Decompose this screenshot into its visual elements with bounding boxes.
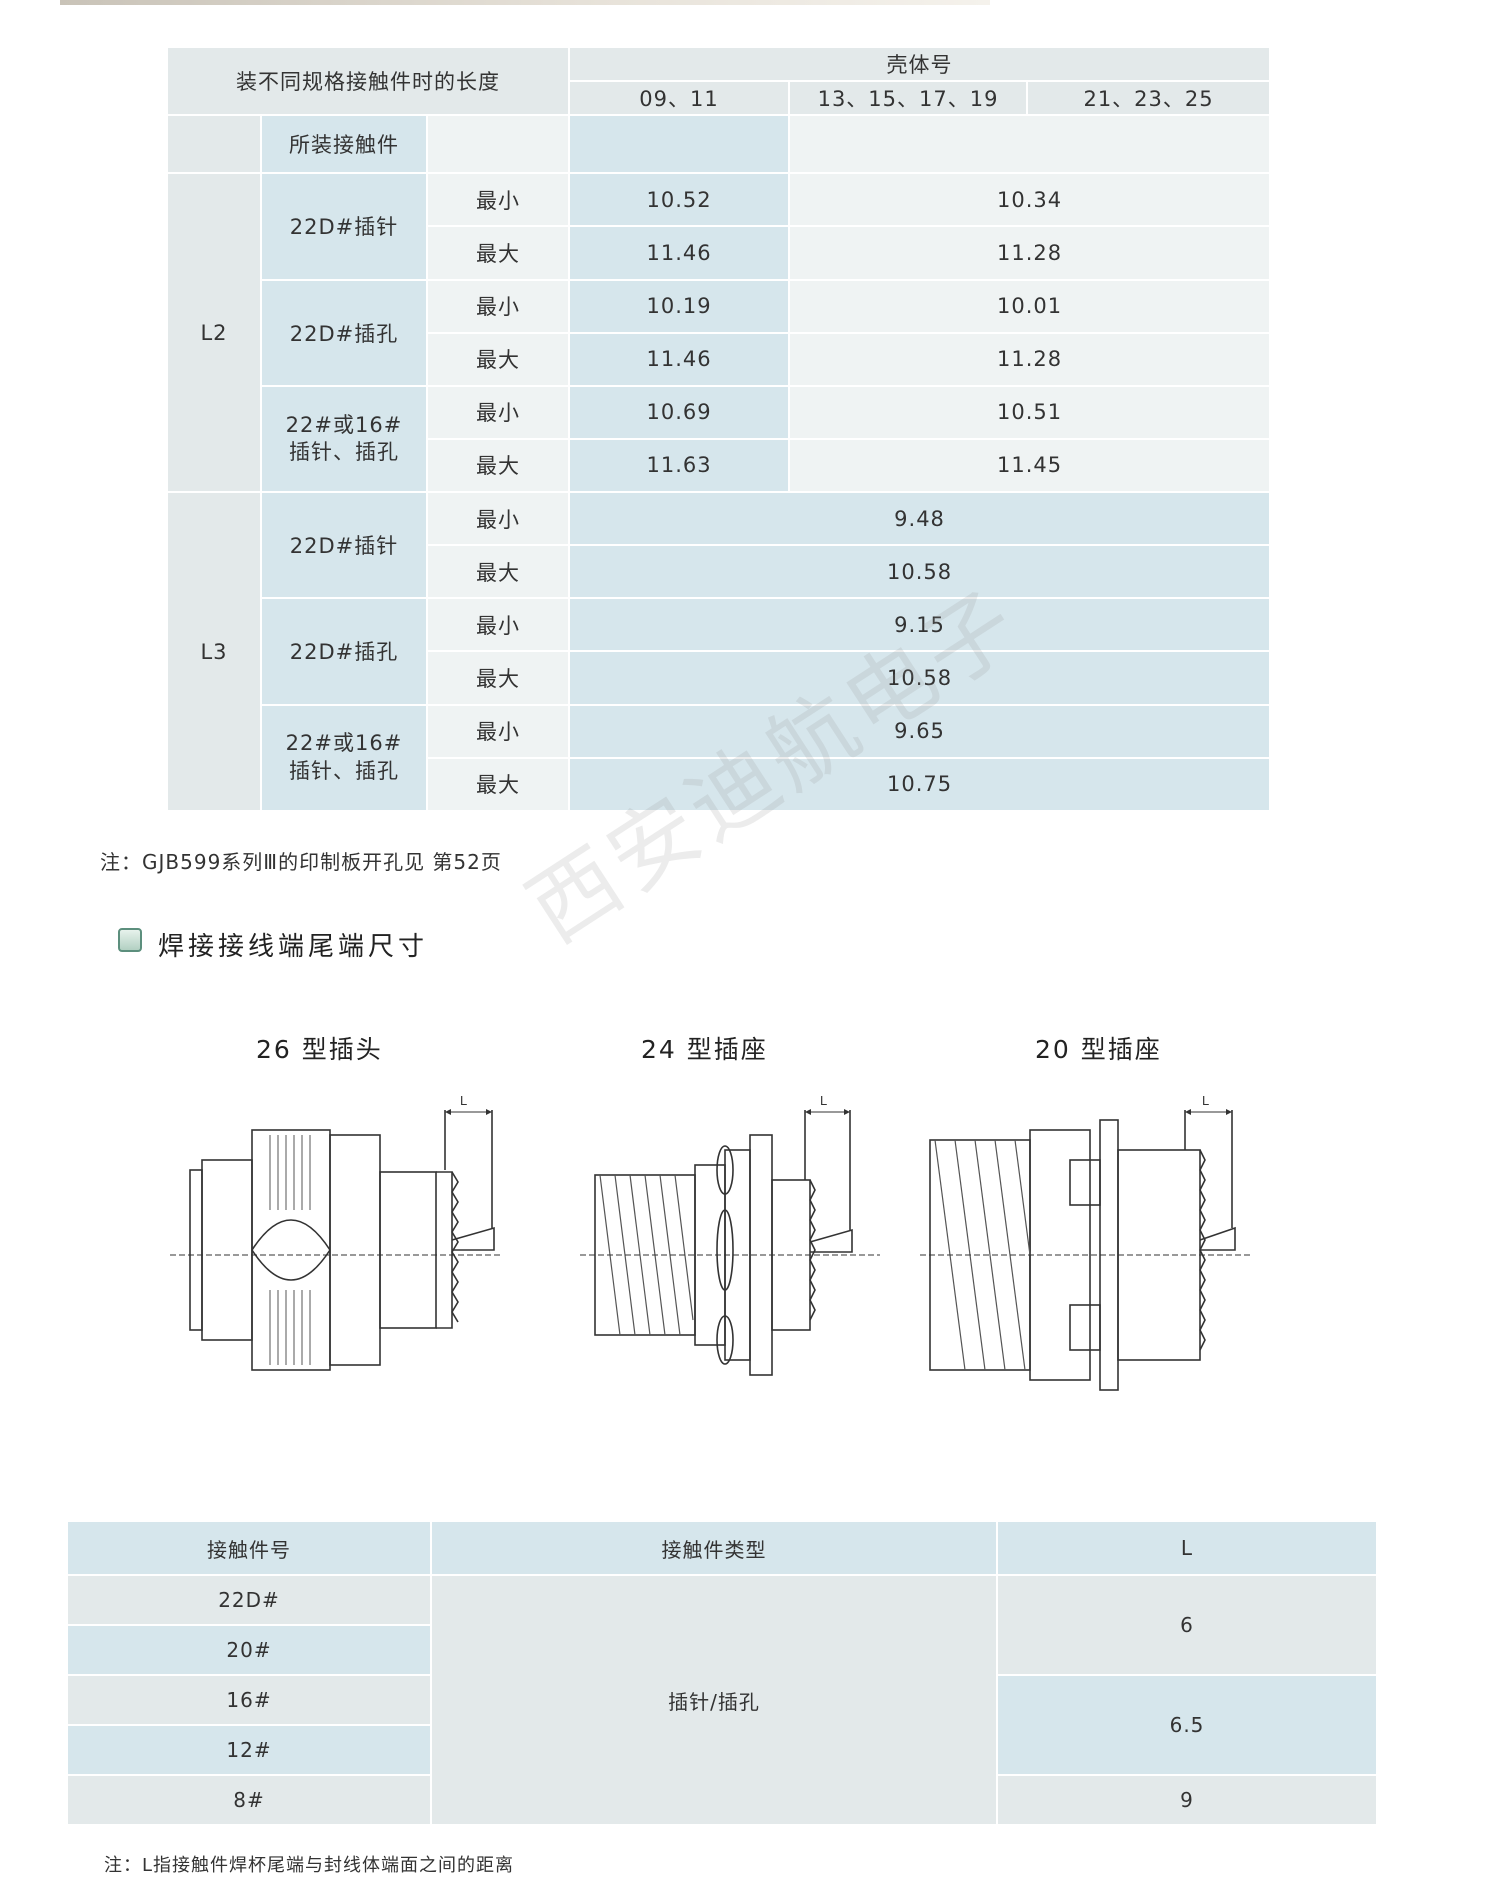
shell-size-header: 壳体号 xyxy=(568,45,1272,83)
plug-26-drawing: L xyxy=(170,1093,500,1371)
section-bullet-icon xyxy=(118,928,142,952)
section-title-text: 焊接接线端尾端尺寸 xyxy=(158,932,429,962)
contact-number-cell: 20# xyxy=(66,1624,432,1676)
contact-type-line: 22#或16# xyxy=(285,731,403,756)
contact-number-cell: 12# xyxy=(66,1724,432,1776)
header-contact-type: 接触件类型 xyxy=(430,1520,998,1576)
min-label: 最小 xyxy=(425,491,571,547)
value-cell: 11.45 xyxy=(788,437,1272,494)
solder-tail-table: 接触件号 接触件类型 L 22D# 插针/插孔 6 20# 16# 6.5 12… xyxy=(66,1520,1378,1826)
L-value-cell: 6.5 xyxy=(996,1674,1378,1776)
pcb-hole-note: 注：GJB599系列Ⅲ的印制板开孔见 第52页 xyxy=(100,850,502,874)
min-label: 最小 xyxy=(425,172,571,228)
value-cell: 10.34 xyxy=(788,172,1272,228)
L2-label: L2 xyxy=(166,172,262,494)
receptacle-20-label: 20 型插座 xyxy=(1035,1035,1162,1064)
dimension-L-label: L xyxy=(1202,1093,1209,1108)
dimension-L-label: L xyxy=(820,1093,827,1108)
contact-number-cell: 22D# xyxy=(66,1574,432,1626)
value-cell: 9.48 xyxy=(568,491,1272,547)
top-decoration-bar xyxy=(60,0,990,5)
installed-contact-label: 所装接触件 xyxy=(260,114,428,175)
value-cell: 11.46 xyxy=(568,331,791,387)
max-label: 最大 xyxy=(425,225,571,281)
L-definition-note: 注：L指接触件焊杯尾端与封线体端面之间的距离 xyxy=(104,1855,515,1876)
contact-length-table: 装不同规格接触件时的长度 壳体号 09、11 13、15、17、19 21、23… xyxy=(165,45,1272,813)
section-title: 焊接接线端尾端尺寸 xyxy=(118,926,428,963)
max-label: 最大 xyxy=(425,650,571,706)
contact-type-cell: 22D#插针 xyxy=(260,491,428,600)
value-cell: 10.75 xyxy=(568,756,1272,813)
value-cell: 11.46 xyxy=(568,225,791,281)
value-cell: 11.28 xyxy=(788,331,1272,387)
max-label: 最大 xyxy=(425,756,571,813)
value-cell: 10.69 xyxy=(568,384,791,440)
value-cell: 10.58 xyxy=(568,650,1272,706)
value-cell: 11.28 xyxy=(788,225,1272,281)
contact-type-cell: 22D#插孔 xyxy=(260,597,428,706)
L-value-cell: 9 xyxy=(996,1774,1378,1826)
min-label: 最小 xyxy=(425,597,571,653)
min-label: 最小 xyxy=(425,384,571,440)
contact-type-cell: 22#或16# 插针、插孔 xyxy=(260,384,428,494)
plug-26-label: 26 型插头 xyxy=(256,1035,383,1064)
contact-type-cell: 插针/插孔 xyxy=(430,1574,998,1826)
L-value-cell: 6 xyxy=(996,1574,1378,1676)
L3-label: L3 xyxy=(166,491,262,812)
shell-size-col-3: 21、23、25 xyxy=(1026,80,1272,117)
contact-type-cell: 22#或16# 插针、插孔 xyxy=(260,703,428,813)
receptacle-20-drawing: L xyxy=(920,1093,1250,1391)
value-cell: 9.15 xyxy=(568,597,1272,653)
min-label: 最小 xyxy=(425,278,571,334)
value-cell: 10.51 xyxy=(788,384,1272,440)
value-cell: 10.58 xyxy=(568,544,1272,600)
value-cell: 10.01 xyxy=(788,278,1272,334)
receptacle-24-label: 24 型插座 xyxy=(641,1035,768,1064)
length-header: 装不同规格接触件时的长度 xyxy=(165,45,571,117)
shell-size-col-1: 09、11 xyxy=(568,80,791,117)
contact-number-cell: 16# xyxy=(66,1674,432,1726)
shell-size-col-2: 13、15、17、19 xyxy=(788,80,1029,117)
receptacle-24-drawing: L xyxy=(580,1093,880,1376)
value-cell: 10.52 xyxy=(568,172,791,228)
header-L: L xyxy=(996,1520,1378,1576)
contact-type-line: 插针、插孔 xyxy=(289,439,399,464)
contact-type-cell: 22D#插针 xyxy=(260,172,428,281)
dimension-L-label: L xyxy=(460,1093,467,1108)
value-cell: 11.63 xyxy=(568,437,791,494)
max-label: 最大 xyxy=(425,544,571,600)
header-contact-number: 接触件号 xyxy=(66,1520,432,1576)
value-cell: 10.19 xyxy=(568,278,791,334)
max-label: 最大 xyxy=(425,331,571,387)
contact-number-cell: 8# xyxy=(66,1774,432,1826)
max-label: 最大 xyxy=(425,437,571,494)
contact-type-line: 22#或16# xyxy=(285,412,403,437)
min-label: 最小 xyxy=(425,703,571,759)
contact-type-line: 插针、插孔 xyxy=(289,758,399,783)
contact-type-cell: 22D#插孔 xyxy=(260,278,428,387)
value-cell: 9.65 xyxy=(568,703,1272,759)
